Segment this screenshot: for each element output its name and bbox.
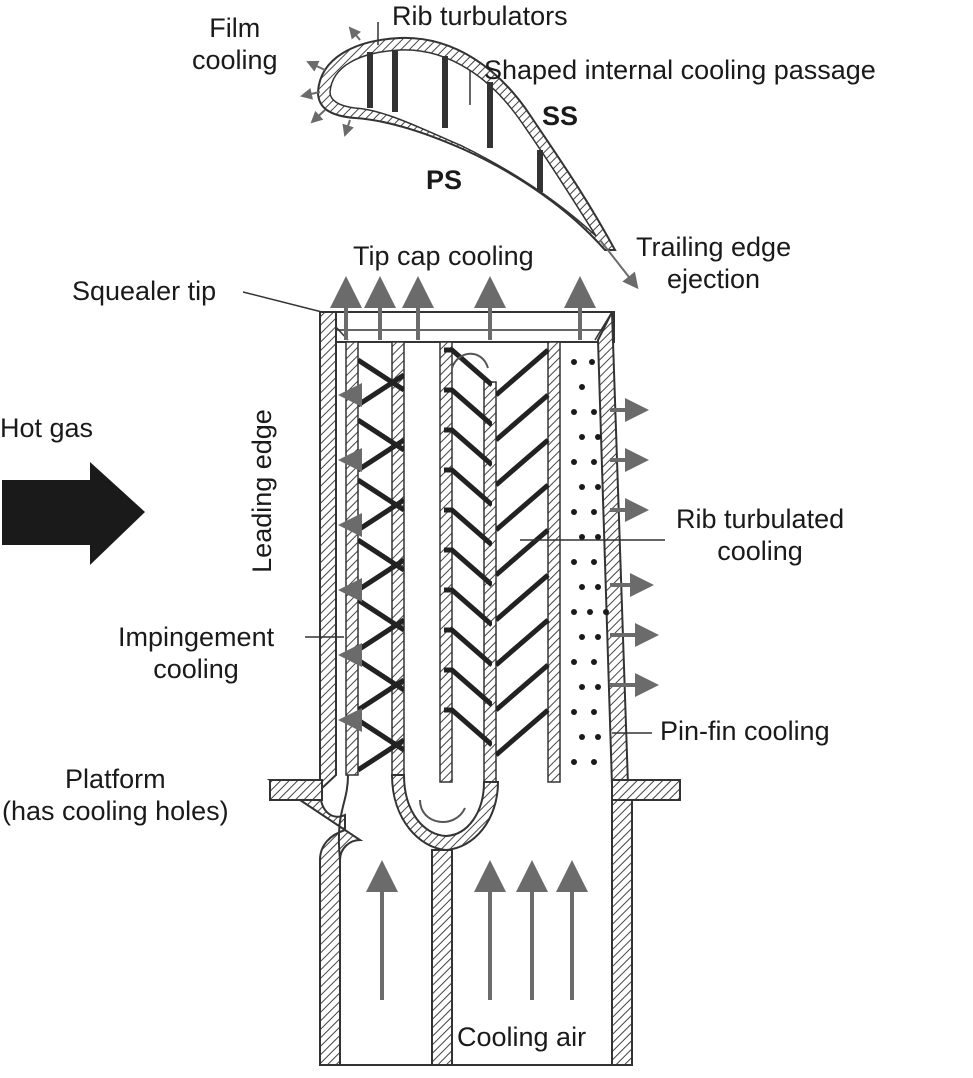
impingement-cooling-label: Impingement cooling bbox=[118, 622, 275, 684]
suction-side-label: SS bbox=[542, 101, 579, 131]
cooling-air-label: Cooling air bbox=[457, 1022, 587, 1052]
leading-edge-label: Leading edge bbox=[246, 409, 277, 573]
pin-fin-cooling-label: Pin-fin cooling bbox=[660, 716, 830, 746]
hot-gas-arrow bbox=[2, 462, 145, 565]
cooling-flow-arrows bbox=[330, 276, 659, 1000]
pressure-side-label: PS bbox=[426, 165, 463, 195]
rib-turbulated-cooling-label: Rib turbulated cooling bbox=[676, 504, 845, 566]
hot-gas-label: Hot gas bbox=[0, 413, 94, 443]
trailing-edge-ejection-label: Trailing edge ejection bbox=[636, 232, 792, 294]
squealer-tip-label: Squealer tip bbox=[72, 276, 217, 306]
platform-label: Platform (has cooling holes) bbox=[2, 764, 229, 826]
blade-body bbox=[266, 311, 681, 1066]
film-cooling-label: Film cooling bbox=[192, 13, 278, 75]
airfoil-section bbox=[300, 22, 639, 290]
leader-lines bbox=[242, 291, 665, 734]
shaped-internal-cooling-passage-label: Shaped internal cooling passage bbox=[484, 55, 876, 85]
tip-cap-cooling-label: Tip cap cooling bbox=[353, 241, 534, 271]
rib-turbulators-label: Rib turbulators bbox=[392, 1, 568, 31]
